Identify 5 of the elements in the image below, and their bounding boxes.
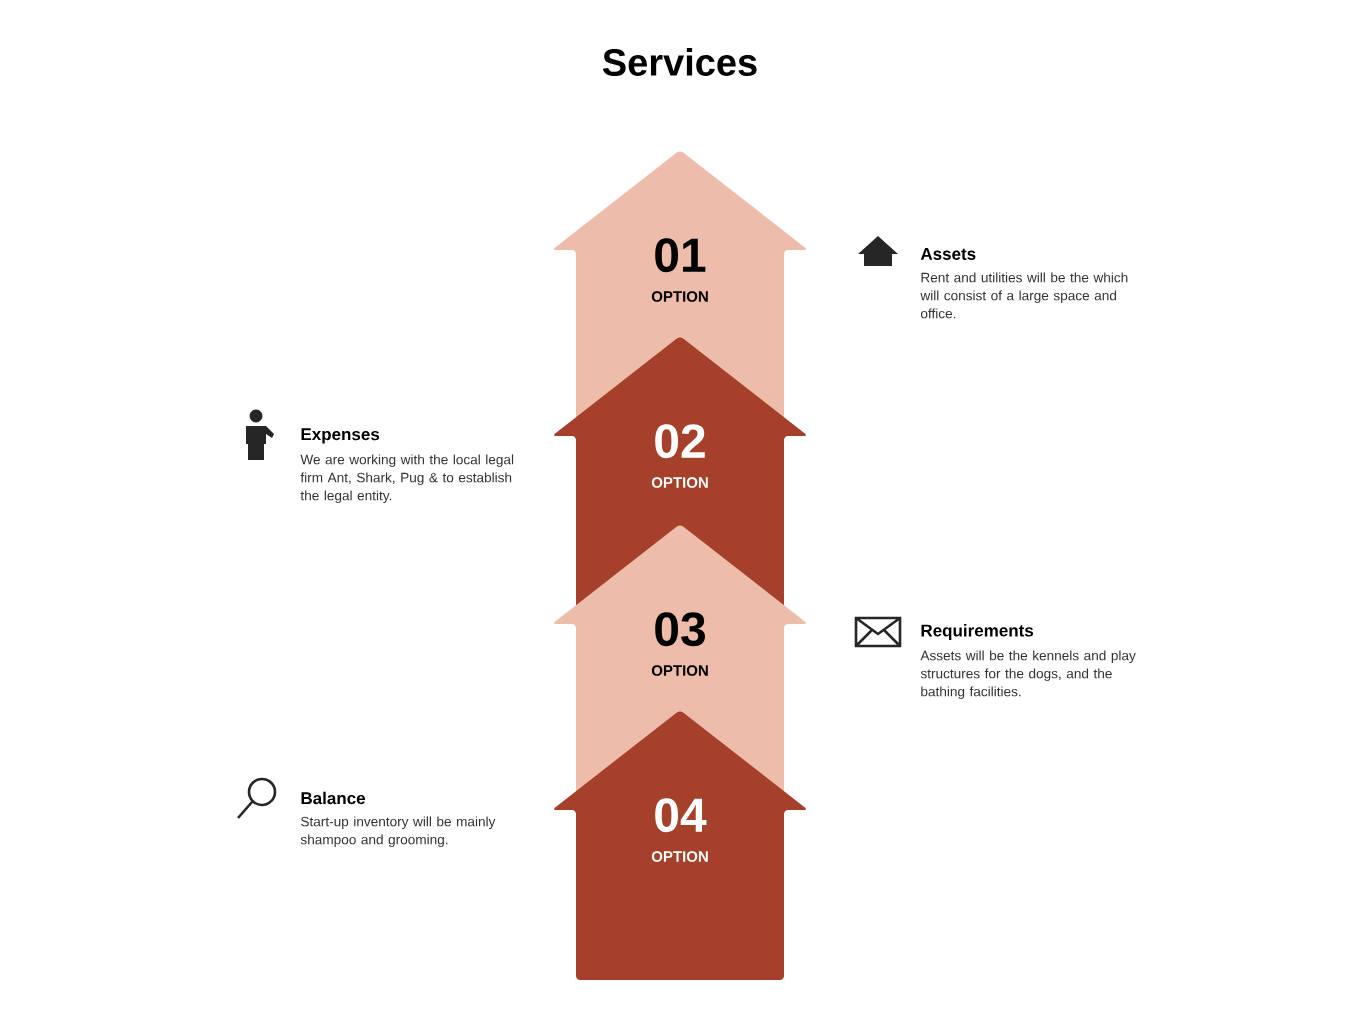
- heading: Requirements: [921, 624, 1034, 640]
- heading: Assets: [920, 248, 976, 260]
- heading: Expenses: [301, 428, 380, 444]
- title: Services: [602, 48, 757, 76]
- heading: Balance: [301, 791, 366, 805]
